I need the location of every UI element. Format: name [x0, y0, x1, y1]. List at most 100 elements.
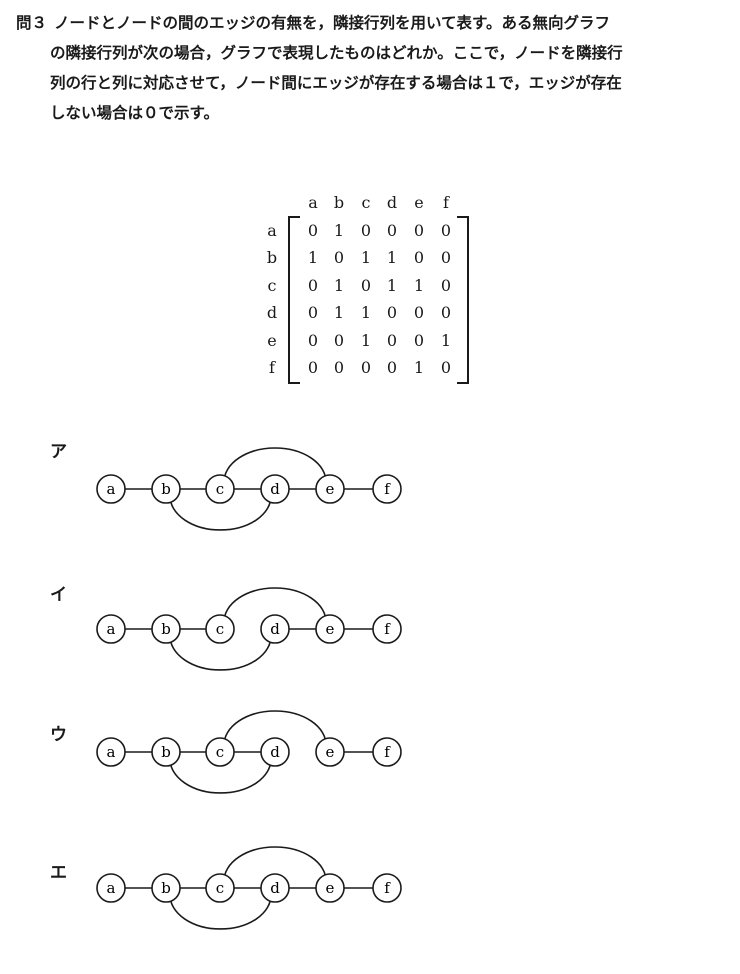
node-c: c	[205, 873, 235, 903]
edge-c-e-arc-over	[223, 846, 327, 882]
node-label-d: d	[270, 743, 280, 761]
matrix-left-bracket	[288, 216, 300, 384]
node-label-c: c	[216, 879, 224, 897]
node-label-e: e	[326, 620, 335, 638]
node-label-b: b	[161, 879, 171, 897]
matrix-cell-ff: 0	[440, 358, 452, 377]
option-label-2: イ	[50, 585, 67, 605]
matrix-row-label-c: c	[267, 276, 277, 295]
node-label-d: d	[270, 879, 280, 897]
node-d: d	[260, 614, 290, 644]
matrix-cell-ea: 0	[307, 331, 319, 350]
node-label-e: e	[326, 743, 335, 761]
matrix-row-label-b: b	[266, 248, 278, 267]
matrix-cell-bb: 0	[333, 248, 345, 267]
matrix-cell-bc: 1	[360, 248, 372, 267]
node-label-a: a	[107, 879, 116, 897]
matrix-row-label-f: f	[269, 358, 275, 377]
node-label-c: c	[216, 480, 224, 498]
node-f: f	[372, 474, 402, 504]
node-circle-d	[260, 614, 290, 644]
matrix-cell-af: 0	[440, 221, 452, 240]
edge-c-e-arc-over	[223, 447, 327, 483]
node-label-c: c	[216, 743, 224, 761]
node-circle-c	[205, 873, 235, 903]
node-f: f	[372, 873, 402, 903]
matrix-col-label-c: c	[361, 193, 371, 212]
option-graph-4: a b c d e f	[96, 846, 402, 930]
matrix-cell-ad: 0	[386, 221, 398, 240]
node-d: d	[260, 474, 290, 504]
matrix-col-label-f: f	[443, 193, 449, 212]
matrix-cell-ec: 1	[360, 331, 372, 350]
node-d: d	[260, 873, 290, 903]
matrix-cell-bd: 1	[386, 248, 398, 267]
matrix-row-label-a: a	[267, 221, 277, 240]
matrix-cell-ca: 0	[307, 276, 319, 295]
node-b: b	[151, 873, 181, 903]
node-circle-f	[372, 474, 402, 504]
question-number: 問３	[16, 14, 48, 32]
node-circle-a	[96, 614, 126, 644]
node-a: a	[96, 873, 126, 903]
node-circle-a	[96, 873, 126, 903]
node-c: c	[205, 737, 235, 767]
node-f: f	[372, 737, 402, 767]
matrix-right-bracket	[457, 216, 469, 384]
matrix-cell-fb: 0	[333, 358, 345, 377]
option-label-4: エ	[50, 863, 67, 883]
matrix-cell-fc: 0	[360, 358, 372, 377]
node-label-d: d	[270, 620, 280, 638]
matrix-col-label-a: a	[308, 193, 318, 212]
node-circle-d	[260, 737, 290, 767]
matrix-cell-df: 0	[440, 303, 452, 322]
node-circle-b	[151, 737, 181, 767]
matrix-cell-eb: 0	[333, 331, 345, 350]
matrix-cell-fa: 0	[307, 358, 319, 377]
matrix-col-label-e: e	[414, 193, 424, 212]
node-e: e	[315, 737, 345, 767]
node-label-f: f	[384, 620, 391, 638]
matrix-cell-ce: 1	[413, 276, 425, 295]
node-circle-c	[205, 474, 235, 504]
node-circle-f	[372, 614, 402, 644]
matrix-cell-ab: 1	[333, 221, 345, 240]
node-circle-e	[315, 737, 345, 767]
node-label-f: f	[384, 480, 391, 498]
node-circle-f	[372, 873, 402, 903]
matrix-col-label-d: d	[386, 193, 398, 212]
node-circle-b	[151, 614, 181, 644]
node-label-a: a	[107, 743, 116, 761]
node-c: c	[205, 614, 235, 644]
edge-b-d-arc-under	[169, 894, 272, 930]
matrix-cell-dc: 1	[360, 303, 372, 322]
node-e: e	[315, 614, 345, 644]
node-e: e	[315, 474, 345, 504]
node-b: b	[151, 614, 181, 644]
node-circle-a	[96, 474, 126, 504]
node-circle-f	[372, 737, 402, 767]
matrix-cell-ef: 1	[440, 331, 452, 350]
matrix-cell-fd: 0	[386, 358, 398, 377]
node-label-f: f	[384, 743, 391, 761]
node-circle-c	[205, 614, 235, 644]
matrix-row-label-e: e	[267, 331, 277, 350]
matrix-cell-fe: 1	[413, 358, 425, 377]
node-label-e: e	[326, 879, 335, 897]
node-label-a: a	[107, 480, 116, 498]
node-circle-b	[151, 474, 181, 504]
matrix-col-label-b: b	[333, 193, 345, 212]
matrix-cell-cf: 0	[440, 276, 452, 295]
matrix-cell-ac: 0	[360, 221, 372, 240]
question-line-4: しない場合は０で示す。	[50, 104, 219, 122]
node-f: f	[372, 614, 402, 644]
node-a: a	[96, 474, 126, 504]
node-circle-d	[260, 474, 290, 504]
edge-b-d-arc-under	[169, 495, 272, 531]
node-d: d	[260, 737, 290, 767]
node-label-e: e	[326, 480, 335, 498]
edge-b-d-arc-under	[169, 635, 272, 671]
